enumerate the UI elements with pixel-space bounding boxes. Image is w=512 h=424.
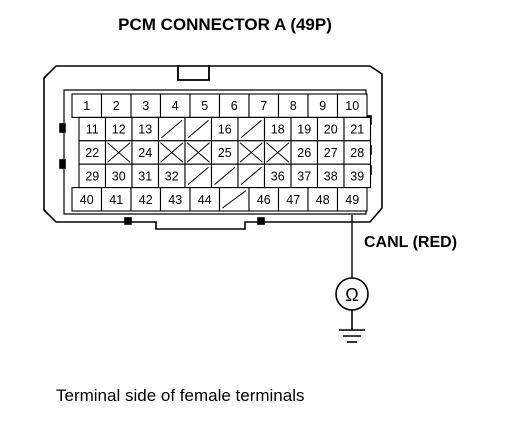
terminal-label: 18 — [271, 123, 285, 137]
ohmmeter-icon: Ω — [335, 277, 369, 311]
blank-mark — [240, 166, 262, 185]
terminal-label: 49 — [345, 193, 359, 207]
blank-mark — [186, 142, 210, 163]
terminal-label: 21 — [350, 123, 364, 137]
terminal-label: 24 — [138, 146, 152, 160]
terminal-label: 2 — [113, 99, 120, 113]
terminal-label: 29 — [85, 169, 99, 183]
probe-label: CANL (RED) — [364, 234, 457, 251]
terminal-label: 41 — [109, 193, 123, 207]
terminal-label: 10 — [345, 99, 359, 113]
terminal-label: 6 — [231, 99, 238, 113]
terminal-label: 4 — [172, 99, 179, 113]
blank-mark — [239, 142, 263, 163]
terminal-label: 27 — [324, 146, 338, 160]
terminal-label: 20 — [324, 123, 338, 137]
terminal-label: 48 — [316, 193, 330, 207]
terminal-label: 46 — [257, 193, 271, 207]
terminal-label: 13 — [138, 123, 152, 137]
terminal-label: 8 — [290, 99, 297, 113]
terminal-label: 43 — [168, 193, 182, 207]
terminal-label: 38 — [324, 169, 338, 183]
blank-mark — [240, 120, 262, 139]
blank-mark — [161, 120, 183, 139]
terminal-label: 12 — [112, 123, 126, 137]
terminal-label: 37 — [297, 169, 311, 183]
terminal-label: 30 — [112, 169, 126, 183]
diagram-caption: Terminal side of female terminals — [56, 386, 304, 405]
terminal-label: 32 — [165, 169, 179, 183]
terminal-label: 31 — [138, 169, 152, 183]
ground-icon — [339, 310, 365, 343]
ohm-symbol: Ω — [345, 285, 358, 305]
terminal-label: 28 — [350, 146, 364, 160]
terminal-49 — [336, 187, 368, 212]
terminal-label: 1 — [83, 99, 90, 113]
terminal-label: 42 — [139, 193, 153, 207]
terminal-label: 44 — [198, 193, 212, 207]
terminal-label: 16 — [218, 123, 232, 137]
blank-mark — [187, 166, 209, 185]
terminal-label: 11 — [86, 123, 99, 137]
blank-mark — [187, 120, 209, 139]
terminal-label: 22 — [85, 146, 99, 160]
terminal-label: 9 — [319, 99, 326, 113]
terminal-label: 7 — [260, 99, 267, 113]
blank-mark — [160, 142, 184, 163]
blank-mark — [214, 166, 236, 185]
terminal-label: 36 — [271, 169, 285, 183]
blank-mark — [222, 190, 247, 209]
terminal-label: 3 — [142, 99, 149, 113]
terminal-label: 25 — [218, 146, 232, 160]
terminal-label: 5 — [201, 99, 208, 113]
blank-mark — [266, 142, 290, 163]
terminal-label: 26 — [297, 146, 311, 160]
terminal-label: 19 — [297, 123, 311, 137]
terminal-label: 47 — [286, 193, 300, 207]
terminal-label: 40 — [80, 193, 94, 207]
blank-mark — [107, 142, 131, 163]
terminal-label: 39 — [350, 169, 364, 183]
diagram-title: PCM CONNECTOR A (49P) — [118, 15, 332, 34]
